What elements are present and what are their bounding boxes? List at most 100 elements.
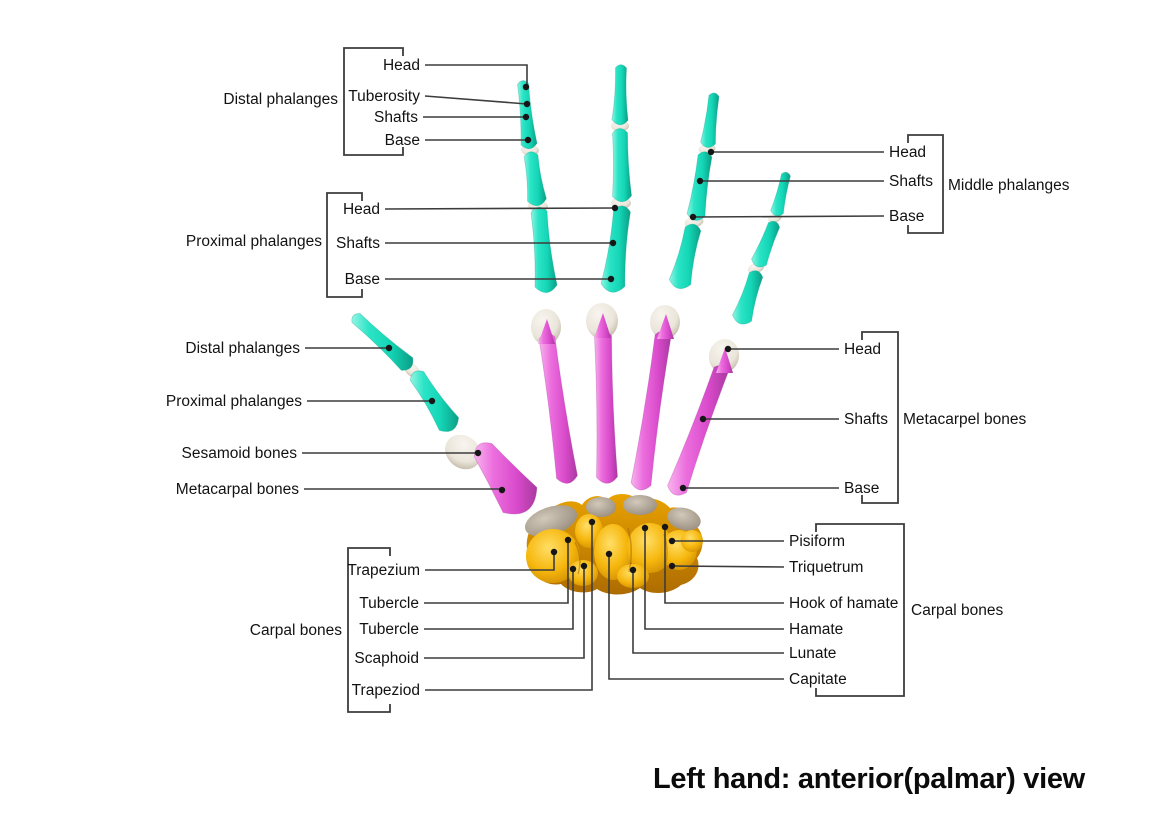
metacarpal-3 <box>594 330 618 484</box>
anchor-dot <box>580 562 588 570</box>
anchor-dot <box>550 548 558 556</box>
label-pisiform: Pisiform <box>789 533 845 550</box>
label-base: Base <box>385 132 420 149</box>
carpal-crease <box>627 527 632 573</box>
metacarpal-5 <box>667 365 729 496</box>
label-head: Head <box>889 144 926 161</box>
label-triquetrum: Triquetrum <box>789 559 863 576</box>
leader-line <box>424 570 574 630</box>
carpal-bones-cluster <box>524 494 703 595</box>
anchor-dot <box>428 397 436 405</box>
anchor-dot <box>569 565 577 573</box>
capitate-bone <box>594 524 632 580</box>
group-label-proximal-phalanges: Proximal phalanges <box>186 233 322 250</box>
label-sesamoid-bones: Sesamoid bones <box>182 445 298 462</box>
label-tubercle-1: Tubercle <box>359 595 419 612</box>
anchor-dot <box>689 213 697 221</box>
anchor-dot <box>661 523 669 531</box>
group-label-distal-phalanges: Distal phalanges <box>223 91 338 108</box>
metacarpal-2 <box>538 332 578 484</box>
label-hamate: Hamate <box>789 621 843 638</box>
anchor-dots <box>385 83 732 574</box>
anchor-dot <box>668 537 676 545</box>
middle-middle-phalanx <box>612 128 632 203</box>
anchor-dot <box>522 113 530 121</box>
thumb-distal-phalanx <box>351 313 414 371</box>
anchor-dot <box>629 566 637 574</box>
label-shafts: Shafts <box>889 173 933 190</box>
anchor-dot <box>724 345 732 353</box>
leader-line <box>424 95 528 105</box>
label-head: Head <box>844 341 881 358</box>
ring-distal-phalanx <box>700 92 720 148</box>
metacarpal-head-wedge <box>657 314 674 339</box>
hand-bones <box>351 64 791 515</box>
leader-line <box>632 571 784 654</box>
bracket-carpal-left <box>347 547 391 713</box>
middle-distal-phalanx <box>611 64 629 126</box>
diagram-title: Left hand: anterior(palmar) view <box>653 763 1086 795</box>
anchor-dot <box>611 204 619 212</box>
label-tubercle-2: Tubercle <box>359 621 419 638</box>
anchor-dot <box>707 148 715 156</box>
leader-line <box>608 555 784 680</box>
label-base: Base <box>889 208 924 225</box>
leader-line <box>424 541 569 604</box>
anchor-dot <box>607 275 615 283</box>
little-middle-phalanx <box>751 220 781 268</box>
label-scaphoid: Scaphoid <box>354 650 419 667</box>
label-shafts: Shafts <box>336 235 380 252</box>
label-trapeziod: Trapeziod <box>352 682 420 699</box>
metacarpal-4 <box>630 330 672 491</box>
anchor-dot <box>564 536 572 544</box>
group-label-middle-phalanges: Middle phalanges <box>948 177 1070 194</box>
label-head: Head <box>343 201 380 218</box>
anchor-dot <box>605 550 613 558</box>
little-proximal-phalanx <box>732 270 764 325</box>
anchor-dot <box>668 562 676 570</box>
scaphoid-bone <box>568 560 598 586</box>
label-hook-of-hamate: Hook of hamate <box>789 595 898 612</box>
group-label-carpal-bones-right: Carpal bones <box>911 602 1003 619</box>
label-head: Head <box>383 57 420 74</box>
sesamoid-bone <box>445 434 481 470</box>
hamate-bone <box>627 523 673 573</box>
label-thumb-distal-phalanges: Distal phalanges <box>185 340 300 357</box>
group-label-metacarpel-bones: Metacarpel bones <box>903 411 1026 428</box>
leader-line <box>424 567 585 659</box>
carpal-cap-gray <box>623 495 657 515</box>
label-base: Base <box>844 480 879 497</box>
label-trapezium: Trapezium <box>347 562 420 579</box>
thumb-metacarpal <box>473 442 538 515</box>
bracket-distal-phalanges <box>343 47 404 156</box>
leader-line <box>425 553 555 571</box>
anchor-dot <box>523 100 531 108</box>
anchor-dot <box>699 415 707 423</box>
leader-line <box>671 565 785 568</box>
label-metacarpal-bones: Metacarpal bones <box>176 481 299 498</box>
anchor-dot <box>609 239 617 247</box>
anchor-dot <box>696 177 704 185</box>
anchor-dot <box>385 344 393 352</box>
leader-lines <box>302 64 885 691</box>
label-base: Base <box>345 271 380 288</box>
ring-proximal-phalanx <box>668 223 702 290</box>
metacarpal-head-wedge <box>594 313 611 338</box>
labels: Distal phalanges Head Tuberosity Shafts … <box>166 57 1070 699</box>
group-label-carpal-bones-left: Carpal bones <box>250 622 342 639</box>
label-thumb-proximal-phalanges: Proximal phalanges <box>166 393 302 410</box>
anchor-dot <box>522 83 530 91</box>
anchor-dot <box>498 486 506 494</box>
anchor-dot <box>524 136 532 144</box>
leader-line <box>664 528 784 604</box>
leader-line <box>384 207 616 210</box>
anchor-dot <box>641 524 649 532</box>
anchor-dot <box>588 518 596 526</box>
metacarpal-head-wedge <box>716 348 733 373</box>
leader-line <box>425 64 528 86</box>
leader-line <box>644 529 784 630</box>
label-capitate: Capitate <box>789 671 847 688</box>
bracket-middle-phalanges <box>907 134 944 234</box>
carpal-cap-gray <box>524 505 578 537</box>
